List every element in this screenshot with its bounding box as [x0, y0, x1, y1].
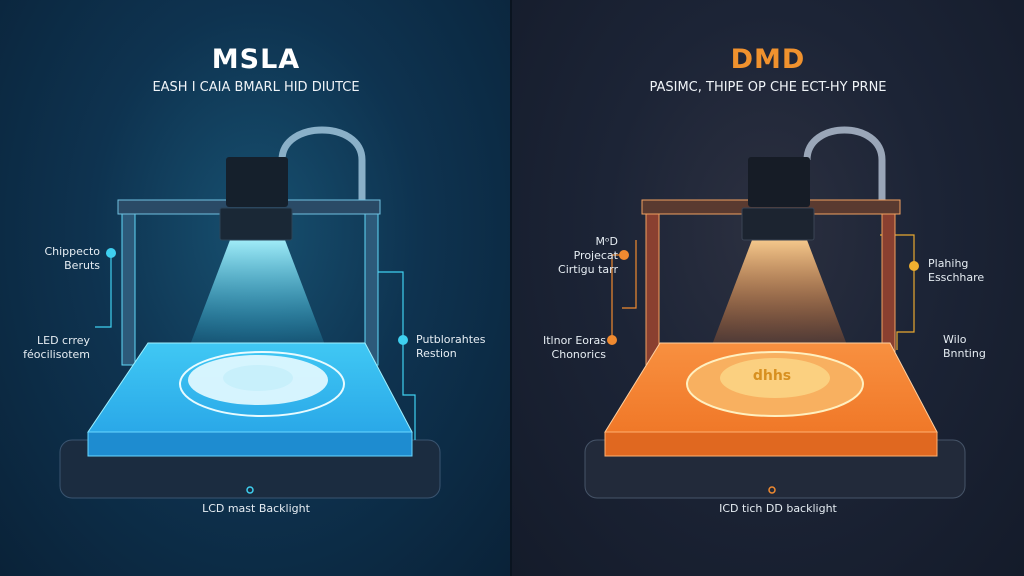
dmd-panel: dhhs DMD PASIMC, THIPE OP CHE ECT-HY PRN… — [512, 0, 1024, 576]
msla-printer-illustration — [59, 126, 441, 499]
dmd-printer-illustration — [584, 126, 966, 499]
dmd-footer: ICD tich DD backlight — [719, 502, 837, 515]
msla-panel: MSLA EASH I CAIA BMARL HID DIUTCE Chippe… — [0, 0, 512, 576]
indicator-light — [246, 486, 254, 494]
right-post — [364, 204, 379, 366]
msla-footer: LCD mast Backlight — [202, 502, 310, 515]
dmd-title: DMD — [730, 44, 806, 75]
projector-head — [226, 157, 288, 207]
dmd-subtitle: PASIMC, THIPE OP CHE ECT-HY PRNE — [649, 80, 887, 95]
plate-text: dhhs — [752, 368, 792, 384]
divider — [510, 0, 513, 576]
msla-title: MSLA — [211, 44, 301, 75]
light-cone — [190, 240, 325, 345]
msla-subtitle: EASH I CAIA BMARL HID DIUTCE — [152, 80, 360, 95]
left-post — [121, 204, 136, 366]
